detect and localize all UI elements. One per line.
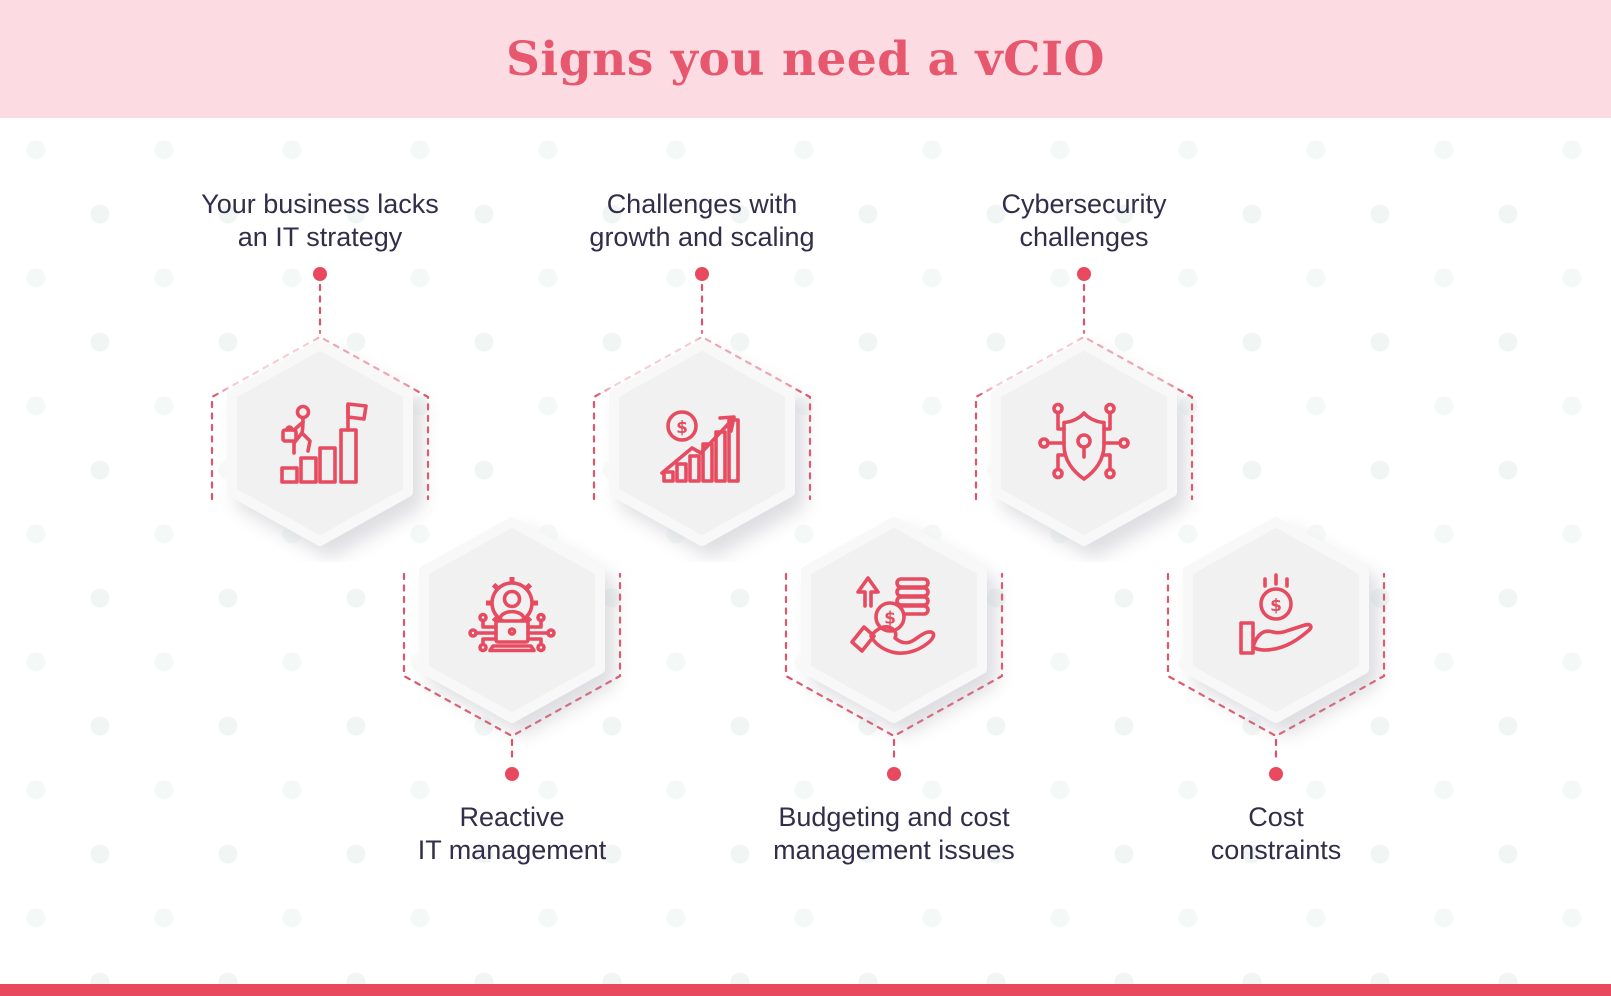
- label-line-2: an IT strategy: [237, 221, 403, 252]
- connector-dot: [695, 266, 709, 281]
- label-line-2: growth and scaling: [589, 221, 815, 252]
- label-line-2: constraints: [1210, 834, 1342, 865]
- footer-strip: [0, 984, 1611, 996]
- hexagon-graphic: $: [1166, 517, 1386, 781]
- dashed-hexagon-outline: [784, 572, 1004, 738]
- hexagon-card: [227, 339, 413, 546]
- label-line-1: Cybersecurity: [1001, 189, 1167, 219]
- label-line-2: challenges: [1019, 221, 1149, 252]
- label-line-1: Reactive: [459, 802, 565, 832]
- hexagon-graphic: [210, 266, 430, 546]
- dashed-hexagon-outline: [592, 335, 812, 500]
- label-line-1: Challenges with: [606, 189, 798, 219]
- label-line-1: Cost: [1248, 802, 1304, 832]
- hexagon-graphic: [402, 517, 622, 781]
- connector-dot: [505, 767, 519, 781]
- sign-item-reactive-it: Reactive IT management: [362, 512, 662, 867]
- hexagon-card: [991, 339, 1177, 546]
- svg-text:$: $: [884, 609, 896, 629]
- label-line-1: Budgeting and cost: [778, 802, 1010, 832]
- label-line-1: Your business lacks: [201, 189, 439, 219]
- connector-dot: [1269, 767, 1283, 781]
- svg-text:$: $: [1270, 596, 1282, 616]
- hexagon-graphic: [974, 266, 1194, 546]
- item-label: Challenges with growth and scaling: [589, 188, 814, 254]
- item-label: Reactive IT management: [418, 801, 607, 867]
- svg-text:$: $: [676, 418, 688, 438]
- sign-item-budgeting: $ Budgeting and cost management issues: [744, 512, 1044, 867]
- gear-user-laptop-icon: [468, 577, 556, 653]
- growth-chart-dollar-icon: $: [660, 410, 740, 483]
- item-label: Cost constraints: [1211, 801, 1342, 867]
- item-label: Cybersecurity challenges: [1001, 188, 1166, 254]
- hexagon-graphic: $: [592, 266, 812, 546]
- sign-item-cost-constraints: $ Cost constraints: [1126, 512, 1426, 867]
- connector-dot: [313, 266, 327, 281]
- label-line-2: IT management: [417, 834, 607, 865]
- hand-coins-arrow-icon: $: [850, 576, 936, 655]
- dashed-hexagon-outline: [210, 335, 430, 500]
- item-label: Your business lacks an IT strategy: [201, 188, 439, 254]
- hexagon-graphic: $: [784, 517, 1004, 781]
- sign-item-cybersecurity: Cybersecurity challenges: [934, 188, 1234, 562]
- career-ladder-flag-icon: [280, 402, 368, 484]
- sign-item-it-strategy: Your business lacks an IT strategy: [170, 188, 470, 562]
- hand-dollar-coin-icon: $: [1239, 573, 1313, 655]
- label-line-2: management issues: [773, 834, 1015, 865]
- item-label: Budgeting and cost management issues: [773, 801, 1015, 867]
- connector-dot: [887, 767, 901, 781]
- page-title: Signs you need a vCIO: [505, 31, 1105, 87]
- dashed-hexagon-outline: [974, 335, 1194, 500]
- connector-dot: [1077, 266, 1091, 281]
- shield-circuit-icon: [1038, 402, 1130, 481]
- dashed-hexagon-outline: [1166, 572, 1386, 738]
- sign-item-growth-scaling: Challenges with growth and scaling $: [552, 188, 852, 562]
- header-band: Signs you need a vCIO: [0, 0, 1611, 118]
- dashed-hexagon-outline: [402, 572, 622, 738]
